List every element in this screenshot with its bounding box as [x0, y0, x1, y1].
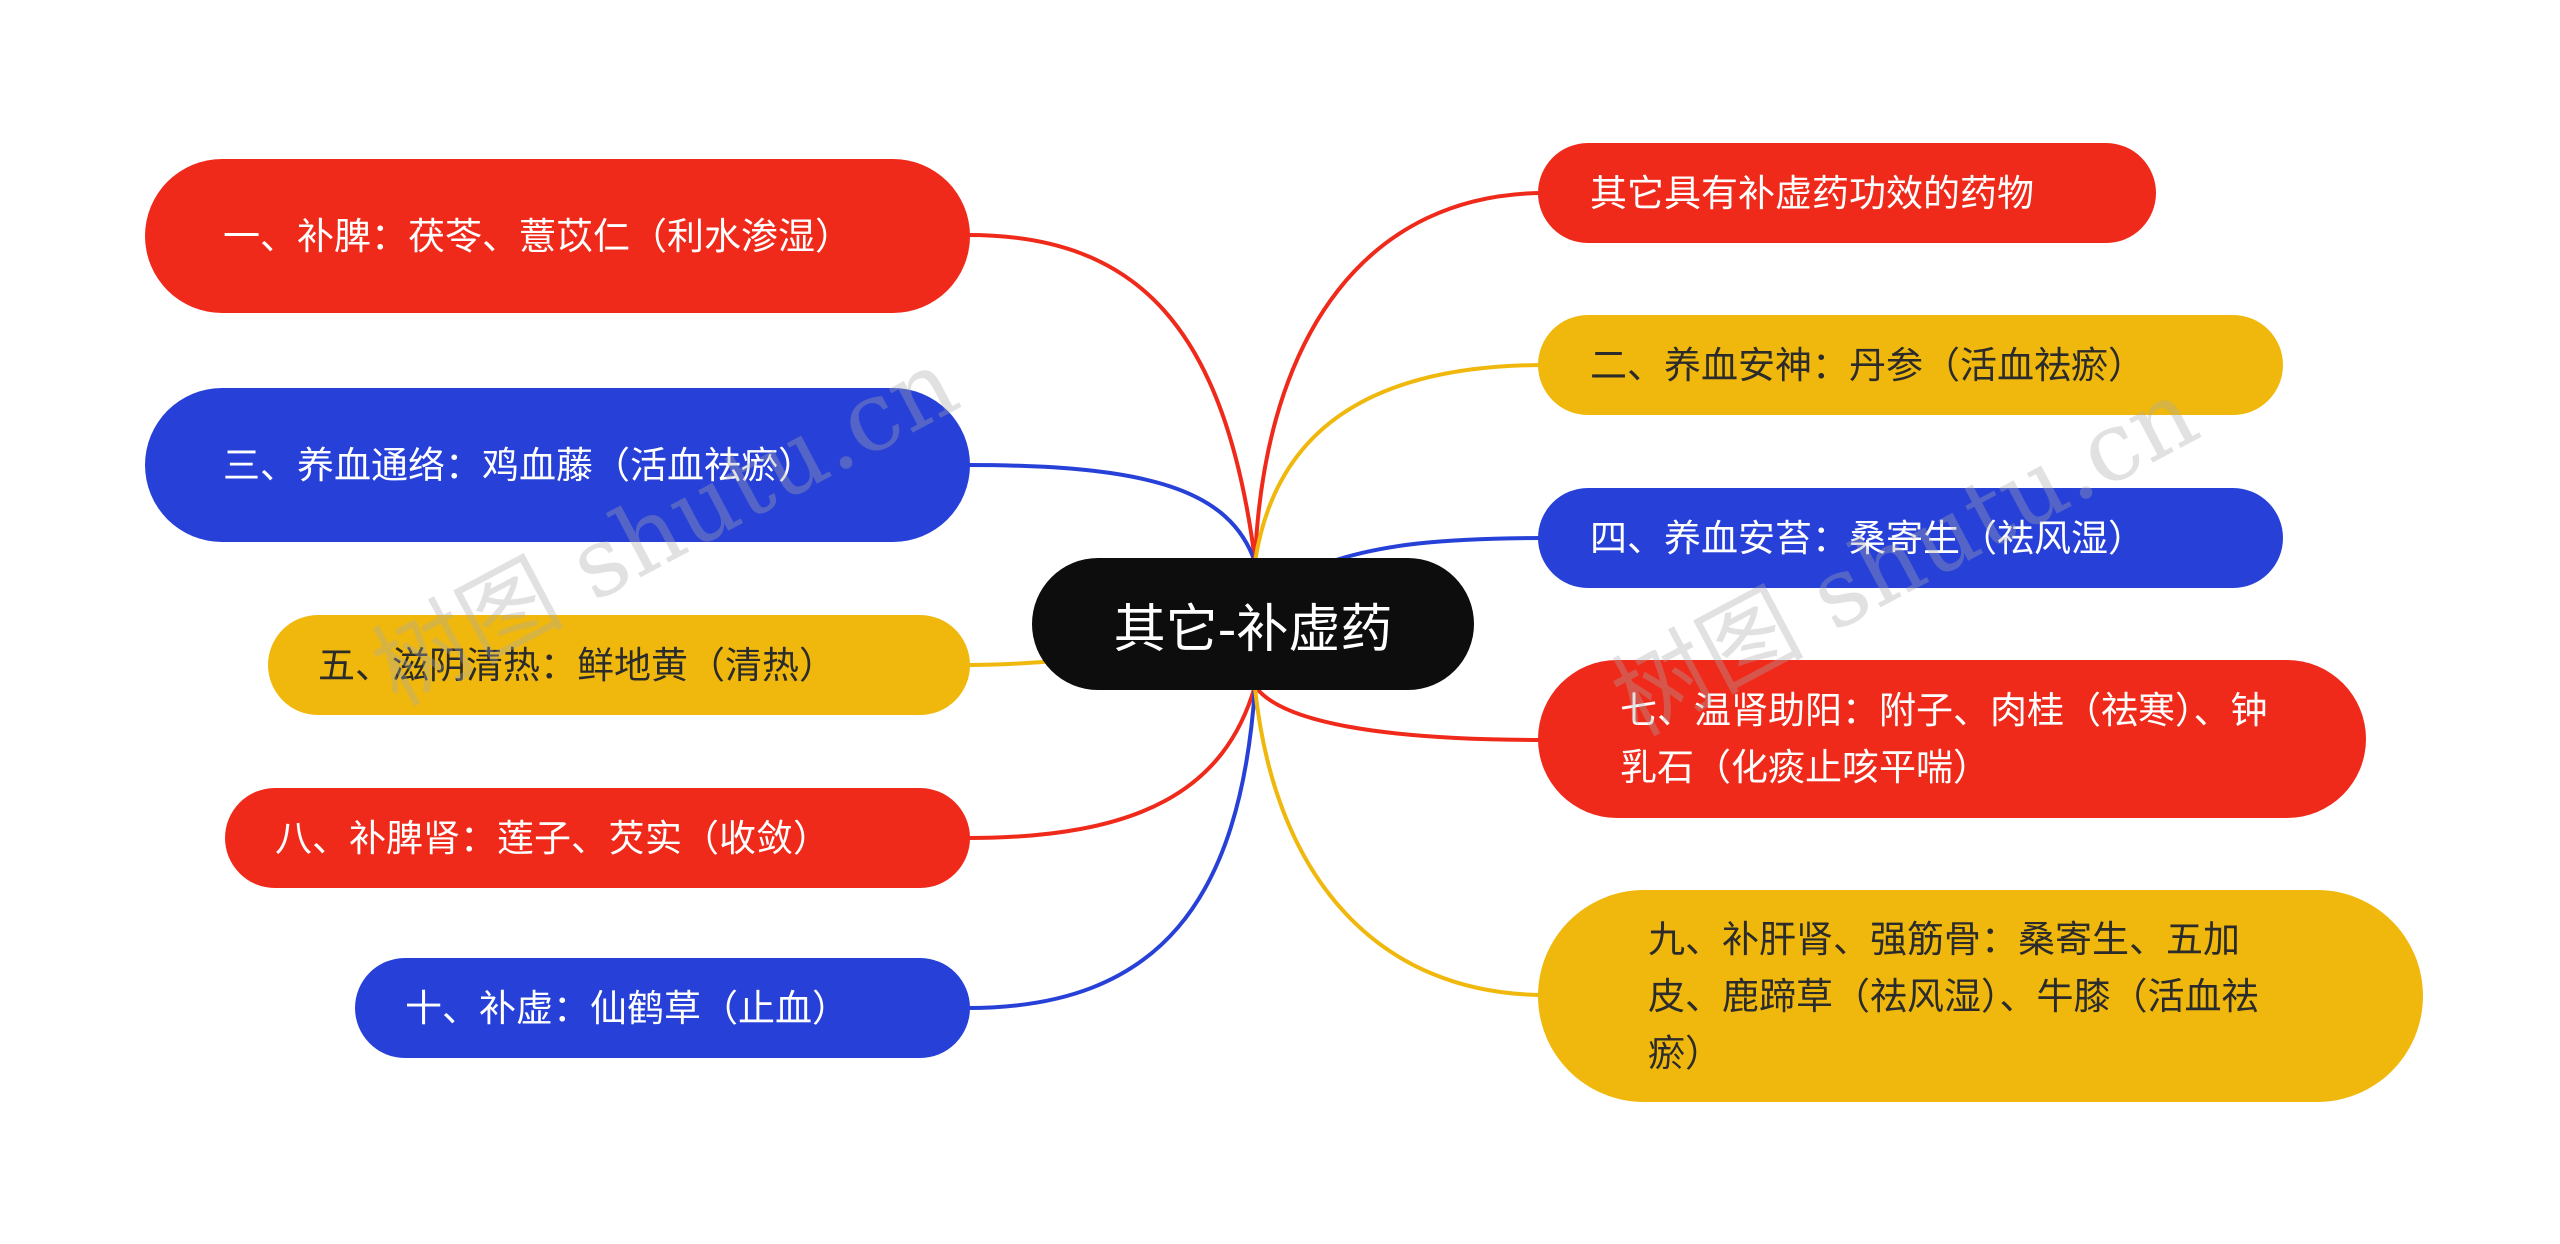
node-right-3[interactable]: 四、养血安苔：桑寄生（祛风湿）: [1538, 488, 2283, 588]
node-right-5[interactable]: 九、补肝肾、强筋骨：桑寄生、五加皮、鹿蹄草（祛风湿）、牛膝（活血祛瘀）: [1538, 890, 2423, 1102]
connector-right-5: [1253, 687, 1546, 997]
connector-right-3: [1329, 536, 1546, 564]
node-left-1[interactable]: 一、补脾：茯苓、薏苡仁（利水渗湿）: [145, 159, 970, 313]
node-left-4-label: 八、补脾肾：莲子、芡实（收敛）: [275, 816, 830, 860]
node-right-3-label: 四、养血安苔：桑寄生（祛风湿）: [1590, 516, 2145, 560]
node-right-4[interactable]: 七、温肾助阳：附子、肉桂（祛寒）、钟乳石（化痰止咳平喘）: [1538, 660, 2366, 818]
node-left-3-label: 五、滋阴清热：鲜地黄（清热）: [318, 643, 836, 687]
connector-left-5: [967, 687, 1257, 1010]
node-left-1-label: 一、补脾：茯苓、薏苡仁（利水渗湿）: [223, 214, 852, 258]
connector-right-4: [1253, 684, 1546, 742]
node-right-4-label: 七、温肾助阳：附子、肉桂（祛寒）、钟乳石（化痰止咳平喘）: [1620, 689, 2268, 789]
node-right-1[interactable]: 其它具有补虚药功效的药物: [1538, 143, 2156, 243]
node-right-2-label: 二、养血安神：丹参（活血祛瘀）: [1590, 343, 2145, 387]
connector-left-1: [967, 233, 1257, 561]
connector-right-1: [1253, 191, 1546, 561]
node-right-5-label: 九、补肝肾、强筋骨：桑寄生、五加皮、鹿蹄草（祛风湿）、牛膝（活血祛瘀）: [1648, 917, 2259, 1075]
node-left-5[interactable]: 十、补虚：仙鹤草（止血）: [355, 958, 970, 1058]
central-topic-label: 其它-补虚药: [1113, 599, 1393, 660]
node-left-5-label: 十、补虚：仙鹤草（止血）: [405, 986, 849, 1030]
node-left-3[interactable]: 五、滋阴清热：鲜地黄（清热）: [268, 615, 970, 715]
node-left-2[interactable]: 三、养血通络：鸡血藤（活血祛瘀）: [145, 388, 970, 542]
node-right-2[interactable]: 二、养血安神：丹参（活血祛瘀）: [1538, 315, 2283, 415]
node-left-4[interactable]: 八、补脾肾：莲子、芡实（收敛）: [225, 788, 970, 888]
node-right-1-label: 其它具有补虚药功效的药物: [1590, 171, 2034, 215]
central-topic[interactable]: 其它-补虚药: [1032, 558, 1474, 690]
connector-left-4: [967, 685, 1257, 840]
connector-right-2: [1253, 363, 1546, 563]
node-left-2-label: 三、养血通络：鸡血藤（活血祛瘀）: [223, 443, 815, 487]
connector-left-2: [967, 463, 1257, 563]
